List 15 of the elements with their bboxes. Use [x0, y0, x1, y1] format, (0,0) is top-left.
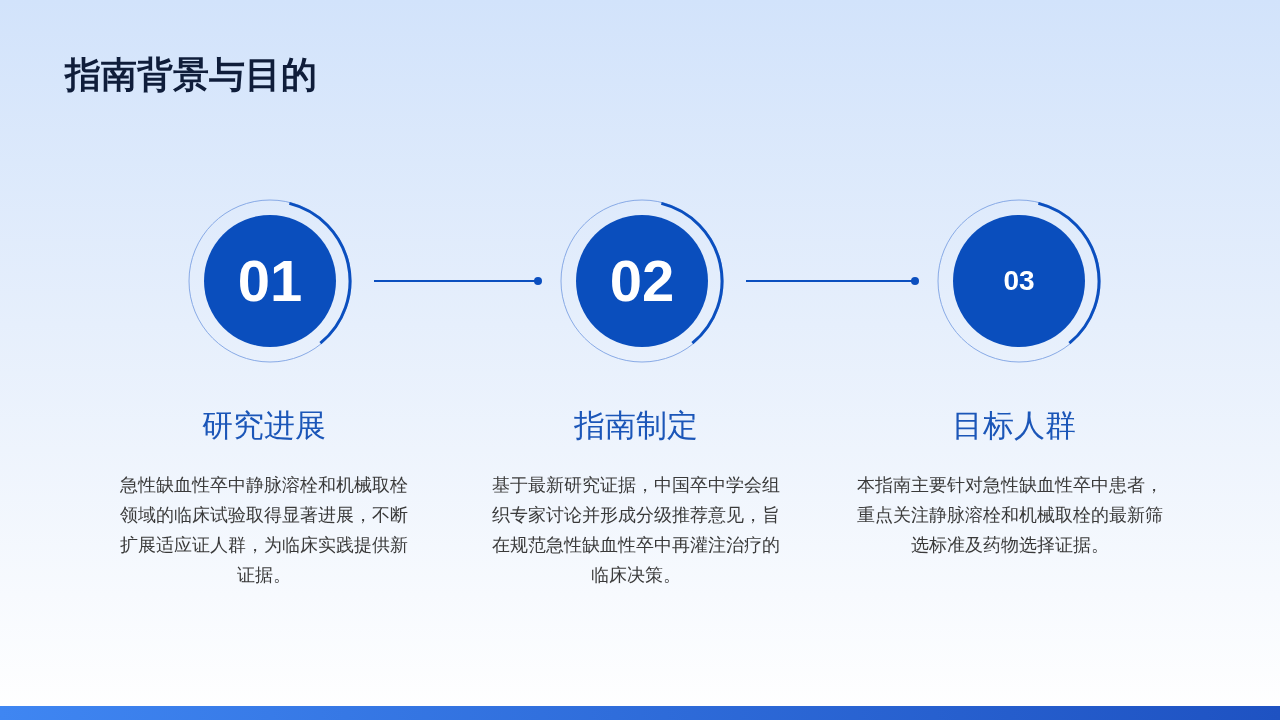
step-number: 02: [609, 252, 675, 310]
step-description: 基于最新研究证据，中国卒中学会组织专家讨论并形成分级推荐意见，旨在规范急性缺血性卒中再灌注治疗的临床决策。: [491, 474, 781, 587]
step-circle: [560, 199, 724, 363]
step-number: 01: [237, 252, 303, 310]
step-description: 本指南主要针对急性缺血性卒中患者，重点关注静脉溶栓和机械取栓的最新筛选标准及药物选择证据。: [857, 474, 1163, 557]
connector-line: [373, 277, 542, 285]
step-description: 急性缺血性卒中静脉溶栓和机械取栓领域的临床试验取得显著进展，不断扩展适应证人群，为临床实践提供新证据。: [119, 474, 409, 587]
connector-line: [745, 277, 919, 285]
step-heading: 研究进展: [201, 407, 327, 445]
slide-title: 指南背景与目的: [65, 53, 317, 97]
step-circle: [188, 199, 352, 363]
step-heading: 指南制定: [573, 407, 699, 445]
step-number: 03: [1003, 267, 1035, 295]
step-heading: 目标人群: [951, 407, 1077, 445]
step-circle: [937, 199, 1101, 363]
